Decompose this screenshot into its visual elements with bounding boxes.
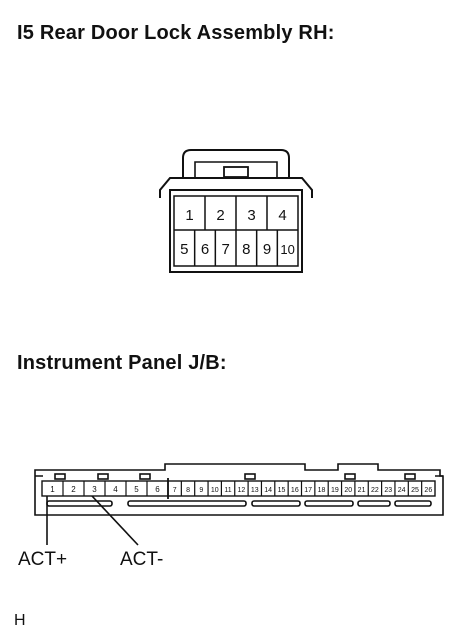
jb-pin-label: 12 xyxy=(238,487,246,494)
jb-pin-label: 4 xyxy=(113,485,118,494)
rear-door-lock-connector xyxy=(159,149,313,273)
rear-door-lock-pin-label: 2 xyxy=(216,207,224,224)
jb-pin-label: 7 xyxy=(173,487,177,494)
jb-pin-label: 23 xyxy=(384,487,392,494)
rear-door-lock-pin-label: 6 xyxy=(201,241,209,258)
act-plus-label: ACT+ xyxy=(18,549,68,570)
jb-pin-label: 20 xyxy=(344,487,352,494)
jb-pin-label: 26 xyxy=(424,487,432,494)
rear-door-lock-pin-label: 7 xyxy=(221,241,229,258)
jb-pin-label: 17 xyxy=(304,487,312,494)
jb-pin-label: 5 xyxy=(134,485,139,494)
jb-pin-label: 24 xyxy=(398,487,406,494)
rear-door-lock-pin-label: 1 xyxy=(185,207,193,224)
connector-1-title: I5 Rear Door Lock Assembly RH: xyxy=(17,22,335,44)
figure-code: H xyxy=(14,612,26,629)
jb-pin-label: 25 xyxy=(411,487,419,494)
instrument-panel-jb-connector xyxy=(34,463,444,516)
jb-pin-label: 3 xyxy=(92,485,97,494)
act-minus-label: ACT- xyxy=(120,549,164,570)
jb-pin-label: 1 xyxy=(50,485,55,494)
jb-pin-label: 21 xyxy=(358,487,366,494)
rear-door-lock-pin-label: 5 xyxy=(180,241,188,258)
rear-door-lock-pin-label: 3 xyxy=(247,207,255,224)
jb-pin-label: 22 xyxy=(371,487,379,494)
jb-pin-label: 6 xyxy=(155,485,160,494)
rear-door-lock-pin-label: 10 xyxy=(280,242,294,257)
jb-pin-label: 13 xyxy=(251,487,259,494)
rear-door-lock-pin-label: 4 xyxy=(278,207,286,224)
jb-pin-label: 11 xyxy=(224,487,231,494)
jb-pin-label: 9 xyxy=(199,487,203,494)
jb-pin-label: 16 xyxy=(291,487,299,494)
jb-pin-label: 15 xyxy=(278,487,286,494)
rear-door-lock-pin-label: 9 xyxy=(263,241,271,258)
act-minus-leader-line xyxy=(91,495,139,546)
jb-pin-label: 10 xyxy=(211,487,219,494)
connector-2-title: Instrument Panel J/B: xyxy=(17,352,227,374)
jb-pin-label: 8 xyxy=(186,487,190,494)
jb-pin-label: 14 xyxy=(264,487,272,494)
jb-pin-label: 18 xyxy=(318,487,326,494)
jb-pin-label: 19 xyxy=(331,487,339,494)
jb-pin-label: 2 xyxy=(71,485,76,494)
rear-door-lock-pin-label: 8 xyxy=(242,241,250,258)
